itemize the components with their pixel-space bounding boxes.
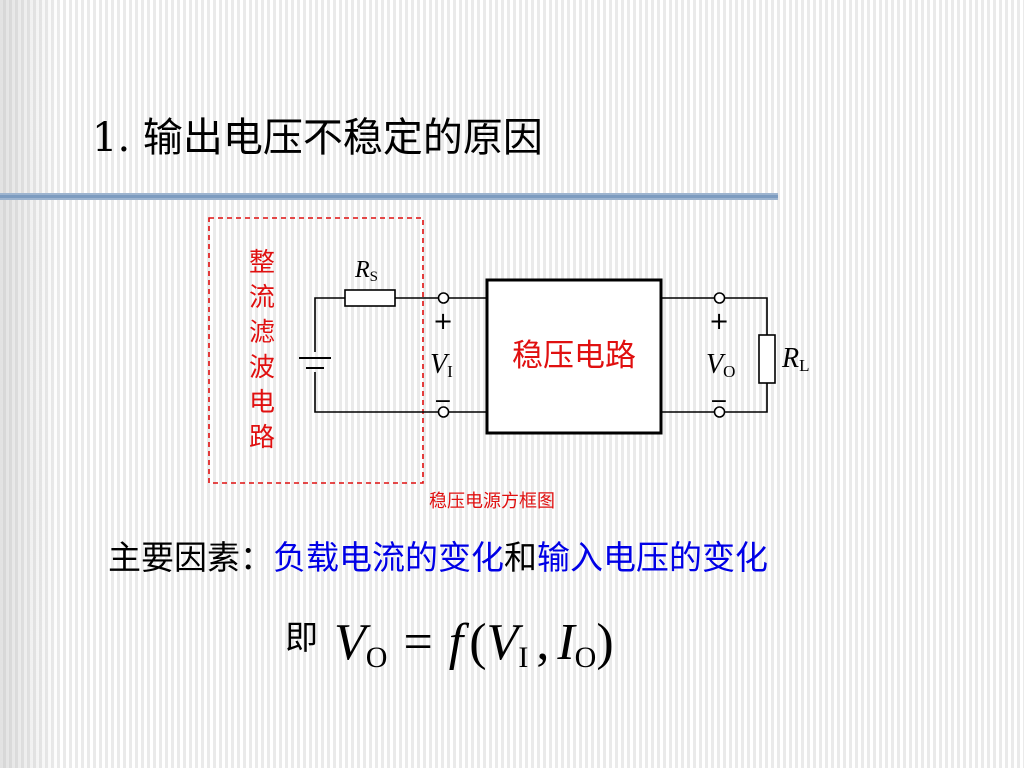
- source-bottom-wire: [314, 372, 438, 413]
- factors-prefix: 主要因素：: [108, 538, 273, 577]
- formula-arg2-sub: O: [574, 641, 597, 674]
- main-factors-line: 主要因素：负载电流的变化和输入电压的变化: [108, 538, 768, 578]
- load-top-wire: [725, 297, 768, 335]
- factors-conjunction: 和: [504, 538, 537, 577]
- load-bottom-wire: [725, 383, 768, 413]
- vo-bottom-terminal: [713, 406, 726, 418]
- vo-plus-sign: +: [709, 307, 729, 335]
- vi-plus-sign: +: [433, 307, 453, 335]
- rectifier-label-char-5: 电: [249, 388, 275, 418]
- diagram-caption: 稳压电源方框图: [429, 491, 555, 512]
- formula-comma: ,: [536, 614, 550, 671]
- vi-label: VI: [430, 349, 453, 381]
- rectifier-label-char-6: 路: [249, 423, 275, 453]
- formula-arg1-var: V: [486, 614, 519, 671]
- source-top-wire: [314, 297, 345, 352]
- rs-resistor: [344, 289, 396, 307]
- formula-lhs-sub: O: [365, 641, 388, 674]
- rectifier-label-char-3: 滤: [249, 318, 275, 348]
- rectifier-label-char-2: 流: [249, 283, 275, 313]
- vo-top-terminal: [713, 292, 726, 304]
- factor-load-current: 负载电流的变化: [273, 538, 504, 577]
- formula-function: f: [448, 614, 464, 671]
- slide-background-shade: [0, 0, 60, 768]
- rl-label: RL: [781, 343, 810, 375]
- vo-label: VO: [706, 349, 735, 381]
- factor-input-voltage: 输入电压的变化: [537, 538, 768, 577]
- regulator-box: [485, 278, 663, 435]
- rectifier-filter-dashed-box: [208, 217, 424, 484]
- load-resistor: [758, 334, 776, 384]
- vi-bottom-terminal: [437, 406, 450, 418]
- formula-close-paren: ): [596, 614, 614, 671]
- formula-equals: =: [403, 614, 433, 671]
- regulator-box-label: 稳压电路: [512, 338, 636, 374]
- rectifier-label-char-4: 波: [249, 353, 275, 383]
- rs-label: RS: [354, 257, 378, 285]
- vi-top-terminal: [437, 292, 450, 304]
- regulator-block-diagram: 整 流 滤 波 电 路 RS + VI − 稳压电路 + VO − RL: [208, 217, 810, 484]
- vo-minus-sign: −: [710, 389, 728, 414]
- formula-lhs-var: V: [334, 614, 366, 671]
- vi-minus-sign: −: [434, 389, 452, 414]
- slide-title: 1. 输出电压不稳定的原因: [92, 115, 543, 161]
- formula-arg2-var: I: [557, 614, 575, 671]
- formula-prefix: 即: [285, 618, 318, 657]
- rectifier-label-char-1: 整: [249, 248, 275, 278]
- title-underline-bar: [0, 193, 778, 200]
- formula-arg1-sub: I: [518, 641, 529, 674]
- formula-open-paren: (: [469, 614, 487, 671]
